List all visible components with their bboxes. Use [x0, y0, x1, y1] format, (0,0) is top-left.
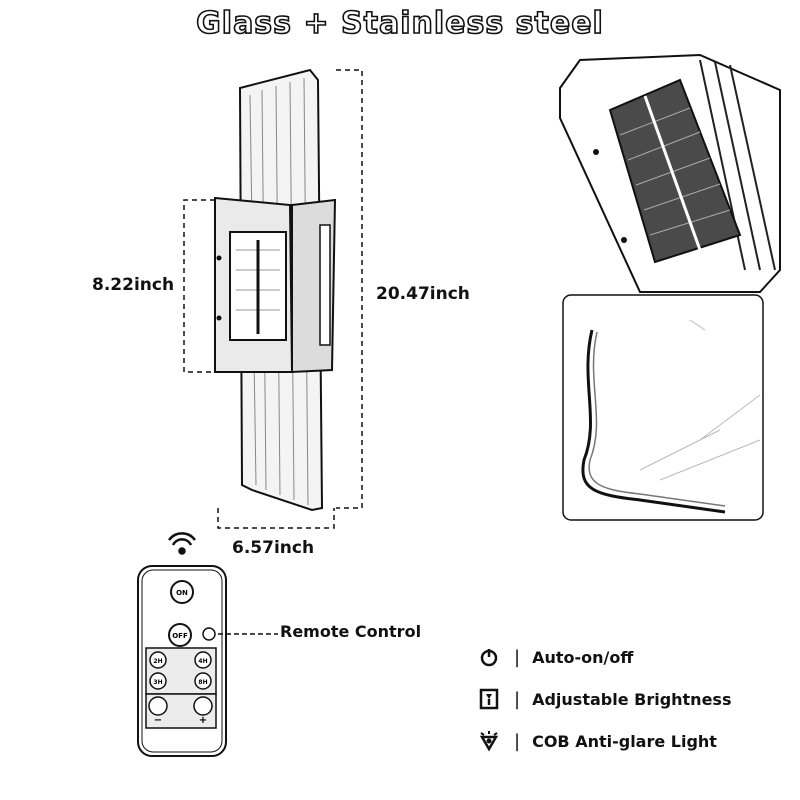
remote-control-illustration: ON OFF 2H 4H 3H 8H − + — [137, 532, 278, 757]
glass-edge-detail — [562, 294, 764, 521]
brightness-icon — [478, 688, 500, 710]
feature-auto-on-off: | Auto-on/off — [478, 644, 633, 670]
page-title: Glass + Stainless steel — [195, 5, 604, 42]
dimension-lines — [183, 69, 363, 529]
remote-3h-button: 3H — [153, 679, 162, 686]
power-icon — [478, 646, 500, 668]
feature-cob-anti-glare: | COB Anti-glare Light — [478, 728, 717, 754]
feature-label: Adjustable Brightness — [532, 689, 732, 709]
solar-panel-detail — [559, 53, 781, 293]
remote-8h-button: 8H — [198, 679, 207, 686]
panel-height-label: 8.22inch — [92, 275, 175, 295]
remote-on-button: ON — [176, 589, 188, 597]
width-label: 6.57inch — [232, 538, 315, 558]
feature-label: COB Anti-glare Light — [532, 731, 717, 751]
remote-4h-button: 4H — [198, 658, 207, 665]
lamp-solar-housing — [214, 196, 337, 374]
total-height-label: 20.47inch — [376, 284, 470, 304]
feature-separator: | — [514, 646, 521, 668]
feature-separator: | — [514, 688, 521, 710]
feature-label: Auto-on/off — [532, 647, 634, 667]
remote-plus-label: + — [199, 715, 207, 726]
remote-control-label: Remote Control — [280, 622, 422, 641]
cob-light-icon — [478, 730, 500, 752]
remote-2h-button: 2H — [153, 658, 162, 665]
wifi-icon — [167, 532, 197, 555]
feature-separator: | — [514, 730, 521, 752]
feature-adjustable-brightness: | Adjustable Brightness — [478, 686, 731, 712]
remote-minus-label: − — [154, 715, 162, 726]
remote-off-button: OFF — [172, 632, 188, 640]
